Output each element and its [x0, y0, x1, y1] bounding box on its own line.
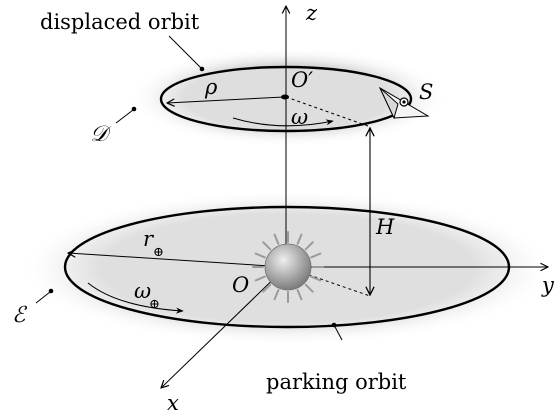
- r-earth-label: r: [143, 227, 155, 251]
- r-earth-arrow: [68, 253, 287, 268]
- earth-plane-leader: [35, 291, 51, 304]
- y-axis-label: y: [541, 273, 555, 297]
- spacecraft-label: S: [419, 80, 433, 104]
- z-axis-label: z: [305, 1, 318, 25]
- displaced-orbit-leader-dot: [199, 66, 205, 72]
- displaced-plane-leader-dot: [131, 106, 137, 112]
- displaced-plane-leader: [115, 109, 134, 124]
- omega-arc: [232, 117, 334, 127]
- earth-icon: [252, 231, 324, 303]
- parking-orbit-leader: [333, 324, 343, 341]
- displaced-center-dot: [281, 94, 289, 100]
- omega-label: ω: [291, 105, 308, 129]
- displaced-dotted-radius: [285, 96, 369, 127]
- origin-label: O: [232, 273, 249, 297]
- omega-earth-label: ω: [134, 279, 151, 303]
- displaced-plane-label: 𝒟: [90, 122, 112, 147]
- x-axis: [161, 266, 287, 388]
- displaced-orbit-leader: [168, 35, 203, 70]
- omega-earth-subscript: ⊕: [149, 297, 160, 312]
- r-earth-subscript: ⊕: [153, 245, 164, 260]
- displaced-orbit-label: displaced orbit: [40, 10, 200, 34]
- spacecraft-icon: [378, 86, 430, 120]
- x-axis-label: x: [167, 391, 179, 415]
- height-label: H: [375, 215, 395, 239]
- displaced-center-label: O′: [291, 68, 313, 92]
- rho-arrow: [167, 96, 285, 103]
- rho-label: ρ: [204, 75, 218, 99]
- parking-orbit-label: parking orbit: [266, 370, 407, 394]
- earth-plane-leader-dot: [48, 288, 54, 294]
- earth-plane-label: ℰ: [12, 303, 28, 328]
- parking-orbit-leader-dot: [331, 322, 337, 328]
- omega-earth-arc: [87, 282, 184, 314]
